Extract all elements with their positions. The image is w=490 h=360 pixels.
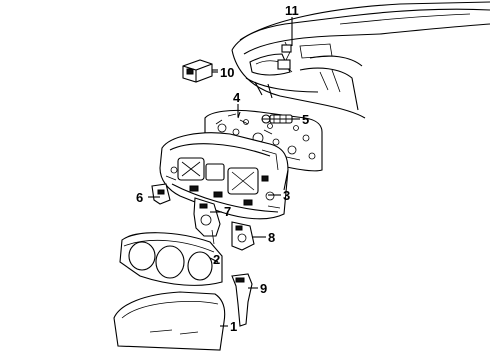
callout-8: 8 bbox=[268, 230, 275, 245]
part-1-lens bbox=[113, 291, 226, 351]
callout-7: 7 bbox=[224, 204, 231, 219]
callout-10: 10 bbox=[220, 65, 234, 80]
dashboard-overview bbox=[231, 1, 490, 119]
part-8-module bbox=[231, 221, 255, 251]
part-2-mask bbox=[119, 232, 223, 286]
callout-2: 2 bbox=[213, 252, 220, 267]
part-7-bracket bbox=[193, 197, 221, 245]
leader-lines bbox=[148, 17, 300, 327]
callout-4: 4 bbox=[233, 90, 241, 105]
callout-labels: 11 10 4 5 3 6 7 8 2 9 1 bbox=[136, 3, 309, 334]
part-9-bracket bbox=[231, 273, 253, 327]
callout-1: 1 bbox=[230, 319, 237, 334]
callout-11: 11 bbox=[285, 3, 299, 18]
part-6-bracket bbox=[151, 183, 171, 205]
part-10-switch bbox=[182, 59, 218, 83]
callout-5: 5 bbox=[302, 112, 309, 127]
callout-3: 3 bbox=[283, 188, 290, 203]
callout-6: 6 bbox=[136, 190, 143, 205]
callout-9: 9 bbox=[260, 281, 267, 296]
part-3-cluster-housing bbox=[159, 132, 289, 220]
